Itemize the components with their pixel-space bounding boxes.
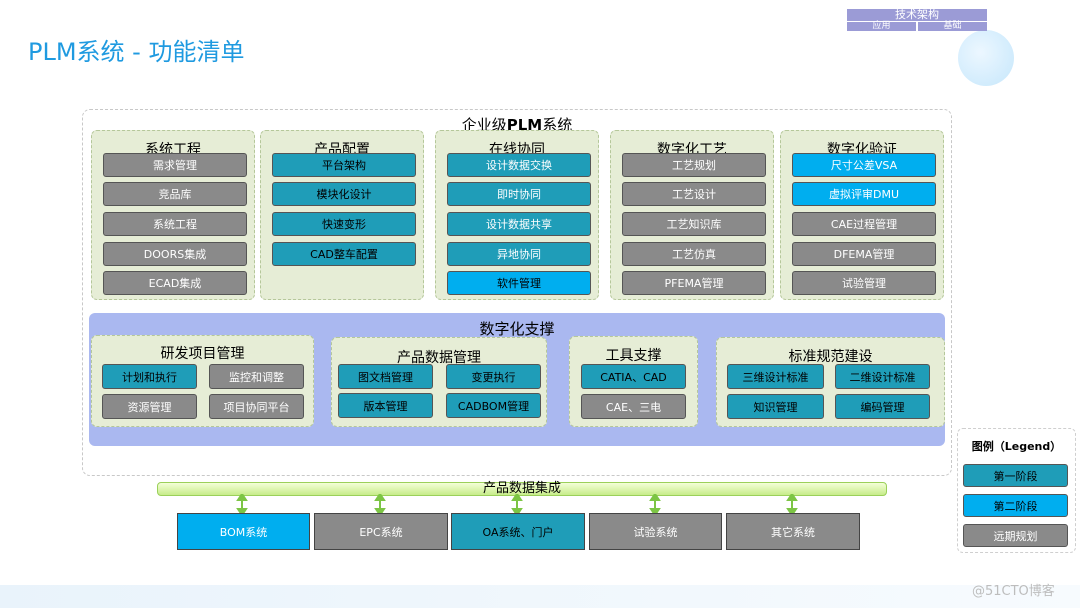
footer-band	[0, 585, 1080, 608]
item-software-mgmt[interactable]: 软件管理	[447, 271, 591, 295]
category-system-engineering: 系统工程 需求管理 竞品库 系统工程 DOORS集成 ECAD集成	[91, 130, 255, 300]
group-standards: 标准规范建设 三维设计标准 二维设计标准 知识管理 编码管理	[716, 337, 945, 427]
item-pfema[interactable]: PFEMA管理	[622, 271, 766, 295]
group-title: 标准规范建设	[788, 349, 873, 365]
item-cad-vehicle-config[interactable]: CAD整车配置	[272, 242, 416, 266]
system-oa-portal[interactable]: OA系统、门户	[451, 513, 585, 550]
group-tools: 工具支撑 CATIA、CAD CAE、三电	[569, 336, 698, 427]
item-cae-electric[interactable]: CAE、三电	[581, 394, 686, 419]
system-other[interactable]: 其它系统	[726, 513, 860, 550]
item-version-mgmt[interactable]: 版本管理	[338, 393, 433, 418]
integration-title: 产品数据集成	[482, 481, 561, 496]
legend-phase2: 第二阶段	[963, 494, 1068, 517]
item-doors[interactable]: DOORS集成	[103, 242, 247, 266]
item-process-planning[interactable]: 工艺规划	[622, 153, 766, 177]
title-bold: PLM	[506, 116, 543, 134]
item-dfema[interactable]: DFEMA管理	[792, 242, 936, 266]
legend-future: 远期规划	[963, 524, 1068, 547]
item-process-design[interactable]: 工艺设计	[622, 182, 766, 206]
legend-title: 图例（Legend）	[971, 440, 1062, 453]
item-platform-architecture[interactable]: 平台架构	[272, 153, 416, 177]
system-bom[interactable]: BOM系统	[177, 513, 310, 550]
item-process-knowledge[interactable]: 工艺知识库	[622, 212, 766, 236]
nav-foundation[interactable]: 基础	[918, 22, 987, 31]
category-digital-validation: 数字化验证 尺寸公差VSA 虚拟评审DMU CAE过程管理 DFEMA管理 试验…	[780, 130, 944, 300]
item-ecad[interactable]: ECAD集成	[103, 271, 247, 295]
item-test-mgmt[interactable]: 试验管理	[792, 271, 936, 295]
integration-bar	[157, 482, 887, 496]
item-remote-collab[interactable]: 异地协同	[447, 242, 591, 266]
item-cadbom-mgmt[interactable]: CADBOM管理	[446, 393, 541, 418]
page-title: PLM系统 - 功能清单	[28, 38, 245, 66]
watermark: @51CTO博客	[972, 584, 1055, 599]
category-online-collab: 在线协同 设计数据交换 即时协同 设计数据共享 异地协同 软件管理	[435, 130, 599, 300]
item-competitor-library[interactable]: 竞品库	[103, 182, 247, 206]
item-dmu[interactable]: 虚拟评审DMU	[792, 182, 936, 206]
group-rd-project: 研发项目管理 计划和执行 监控和调整 资源管理 项目协同平台	[91, 335, 314, 427]
item-cae-process[interactable]: CAE过程管理	[792, 212, 936, 236]
item-catia-cad[interactable]: CATIA、CAD	[581, 364, 686, 389]
title-prefix: 企业级	[461, 116, 507, 134]
item-knowledge-mgmt[interactable]: 知识管理	[727, 394, 824, 419]
item-coding-mgmt[interactable]: 编码管理	[835, 394, 930, 419]
title-suffix: 系统	[542, 116, 573, 134]
nav-tabs: 技术架构 应用 基础	[847, 9, 987, 31]
group-title: 产品数据管理	[397, 350, 481, 366]
item-3d-standard[interactable]: 三维设计标准	[727, 364, 824, 389]
nav-application[interactable]: 应用	[847, 22, 916, 31]
item-2d-standard[interactable]: 二维设计标准	[835, 364, 930, 389]
item-doc-mgmt[interactable]: 图文档管理	[338, 364, 433, 389]
item-vsa[interactable]: 尺寸公差VSA	[792, 153, 936, 177]
item-process-simulation[interactable]: 工艺仿真	[622, 242, 766, 266]
item-instant-collab[interactable]: 即时协同	[447, 182, 591, 206]
item-requirements[interactable]: 需求管理	[103, 153, 247, 177]
enterprise-plm-title: 企业级PLM系统	[82, 114, 952, 135]
group-title: 研发项目管理	[160, 346, 245, 362]
legend-phase1: 第一阶段	[963, 464, 1068, 487]
system-epc[interactable]: EPC系统	[314, 513, 448, 550]
nav-tech-architecture[interactable]: 技术架构	[847, 9, 987, 21]
item-plan-execute[interactable]: 计划和执行	[102, 364, 197, 389]
category-product-config: 产品配置 平台架构 模块化设计 快速变形 CAD整车配置	[260, 130, 424, 300]
category-digital-process: 数字化工艺 工艺规划 工艺设计 工艺知识库 工艺仿真 PFEMA管理	[610, 130, 774, 300]
item-data-exchange[interactable]: 设计数据交换	[447, 153, 591, 177]
item-system-engineering[interactable]: 系统工程	[103, 212, 247, 236]
item-quick-variant[interactable]: 快速变形	[272, 212, 416, 236]
group-title: 工具支撑	[605, 348, 662, 364]
digital-support-title: 数字化支撑	[479, 320, 555, 338]
integration-arrows	[236, 494, 798, 516]
group-pdm: 产品数据管理 图文档管理 变更执行 版本管理 CADBOM管理	[331, 337, 547, 427]
item-data-sharing[interactable]: 设计数据共享	[447, 212, 591, 236]
decorative-bubble	[958, 30, 1014, 86]
item-resource-mgmt[interactable]: 资源管理	[102, 394, 197, 419]
item-modular-design[interactable]: 模块化设计	[272, 182, 416, 206]
system-test[interactable]: 试验系统	[589, 513, 722, 550]
item-monitor-adjust[interactable]: 监控和调整	[209, 364, 304, 389]
item-project-collab[interactable]: 项目协同平台	[209, 394, 304, 419]
item-change-exec[interactable]: 变更执行	[446, 364, 541, 389]
